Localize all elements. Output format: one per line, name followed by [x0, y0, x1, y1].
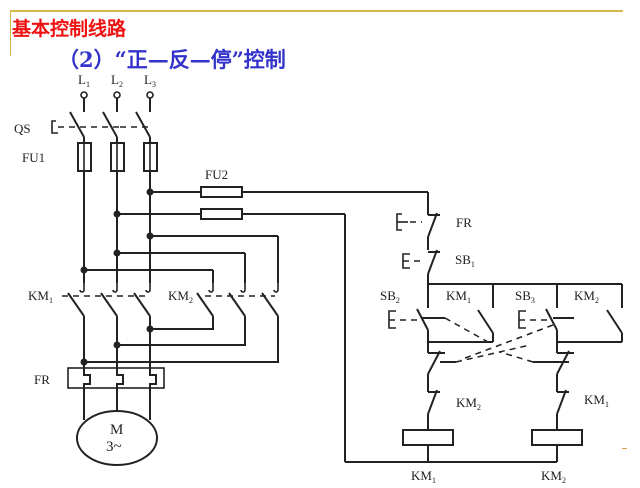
km2-main-contacts: [196, 292, 279, 317]
qs-switch-symbol: [51, 111, 151, 143]
km2-coil-label: KM2: [541, 468, 566, 485]
fr-nc-contact: [396, 212, 440, 250]
km2-interlock-contact-forward: [427, 342, 531, 392]
slide-heading: 基本控制线路: [12, 18, 127, 40]
fu2-label: FU2: [205, 167, 228, 182]
control-circuit: FU2 FR SB1: [117, 167, 623, 485]
km1-hold-label: KM1: [446, 288, 471, 305]
terminal-l1: [80, 91, 88, 99]
km1-hold-contact: [477, 309, 494, 342]
phase-label-l3: L3: [144, 72, 156, 89]
sb2-forward-button[interactable]: [388, 308, 489, 343]
slide-frame-left-border: [10, 10, 11, 56]
fr-contact-label: FR: [456, 215, 472, 230]
main-buses: [80, 171, 279, 283]
km1-interlock-label: KM1: [584, 392, 609, 409]
contactor-outputs: [80, 316, 279, 372]
km2-interlock-label: KM2: [456, 395, 481, 412]
slide-frame-top-border: [10, 10, 623, 12]
phase-terminals: [80, 91, 154, 112]
sb1-label: SB1: [455, 252, 475, 269]
km2-hold-label: KM2: [574, 288, 599, 305]
km1-coil: [402, 429, 454, 462]
km2-hold-contact: [606, 309, 623, 342]
km2-coil: [531, 429, 583, 462]
slide-subheading: （2）“正—反—停”控制: [58, 47, 286, 72]
fu1-fuses: [77, 142, 158, 172]
km1-coil-label: KM1: [411, 468, 436, 485]
terminal-l2: [113, 91, 121, 99]
km1-interlock-contact-reverse: [499, 342, 574, 392]
qs-label: QS: [14, 121, 31, 136]
slide-decoration-dash: [622, 448, 627, 449]
phase-label-l1: L1: [78, 72, 90, 89]
motor-symbol: M 3~: [76, 410, 158, 466]
motor-label: M: [110, 422, 123, 438]
fu2-fuses: [117, 186, 557, 463]
km2-main-label: KM2: [168, 288, 193, 305]
km1-nc-contact: [556, 389, 569, 430]
sb2-label: SB2: [380, 288, 400, 305]
motor-phase-label: 3~: [106, 439, 122, 455]
main-circuit: L1 L2 L3 QS FU1: [14, 72, 279, 466]
terminal-l3: [146, 91, 154, 99]
fr-thermal-elements: [67, 367, 165, 420]
fu1-label: FU1: [22, 150, 45, 165]
sb3-reverse-button[interactable]: [459, 308, 574, 361]
phase-label-l2: L2: [111, 72, 123, 89]
km1-main-label: KM1: [28, 288, 53, 305]
sb3-label: SB3: [515, 288, 535, 305]
km2-nc-contact: [427, 389, 440, 430]
km1-main-contacts: [62, 292, 151, 317]
fr-main-label: FR: [34, 372, 50, 387]
km-contact-terminals: [79, 283, 279, 293]
sb1-stop-button[interactable]: [402, 249, 440, 284]
